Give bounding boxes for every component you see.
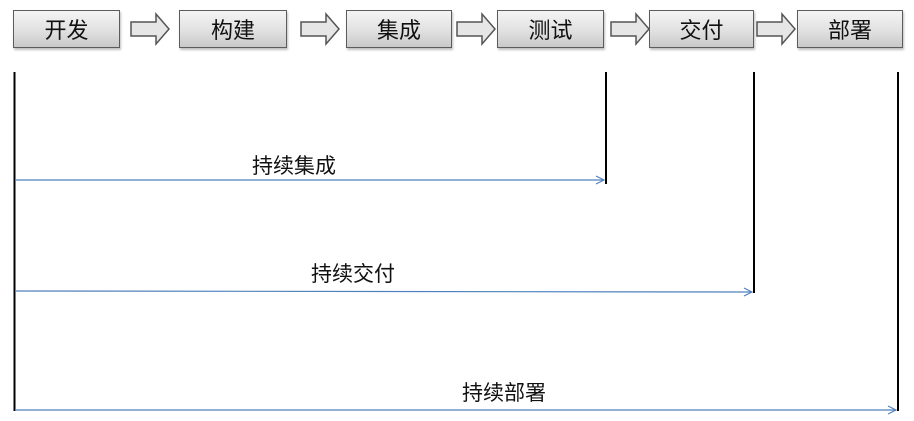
step-arrow-icon <box>130 11 170 47</box>
stage-box-test: 测试 <box>497 10 604 48</box>
flow-label-continuous-integration: 持续集成 <box>252 154 336 178</box>
stage-box-dev: 开发 <box>13 10 120 48</box>
flow-label-continuous-deployment: 持续部署 <box>462 381 546 405</box>
stage-box-deploy: 部署 <box>797 10 903 48</box>
flow-label-continuous-delivery: 持续交付 <box>311 262 395 286</box>
stage-box-deliver: 交付 <box>649 10 754 48</box>
step-arrow-icon <box>756 11 796 47</box>
step-arrow-icon <box>300 11 340 47</box>
step-arrow-icon <box>456 11 496 47</box>
stage-box-integrate: 集成 <box>346 10 452 48</box>
step-arrow-icon <box>610 11 650 47</box>
delivery-flow-arrow <box>14 291 752 292</box>
stage-box-build: 构建 <box>179 10 287 48</box>
